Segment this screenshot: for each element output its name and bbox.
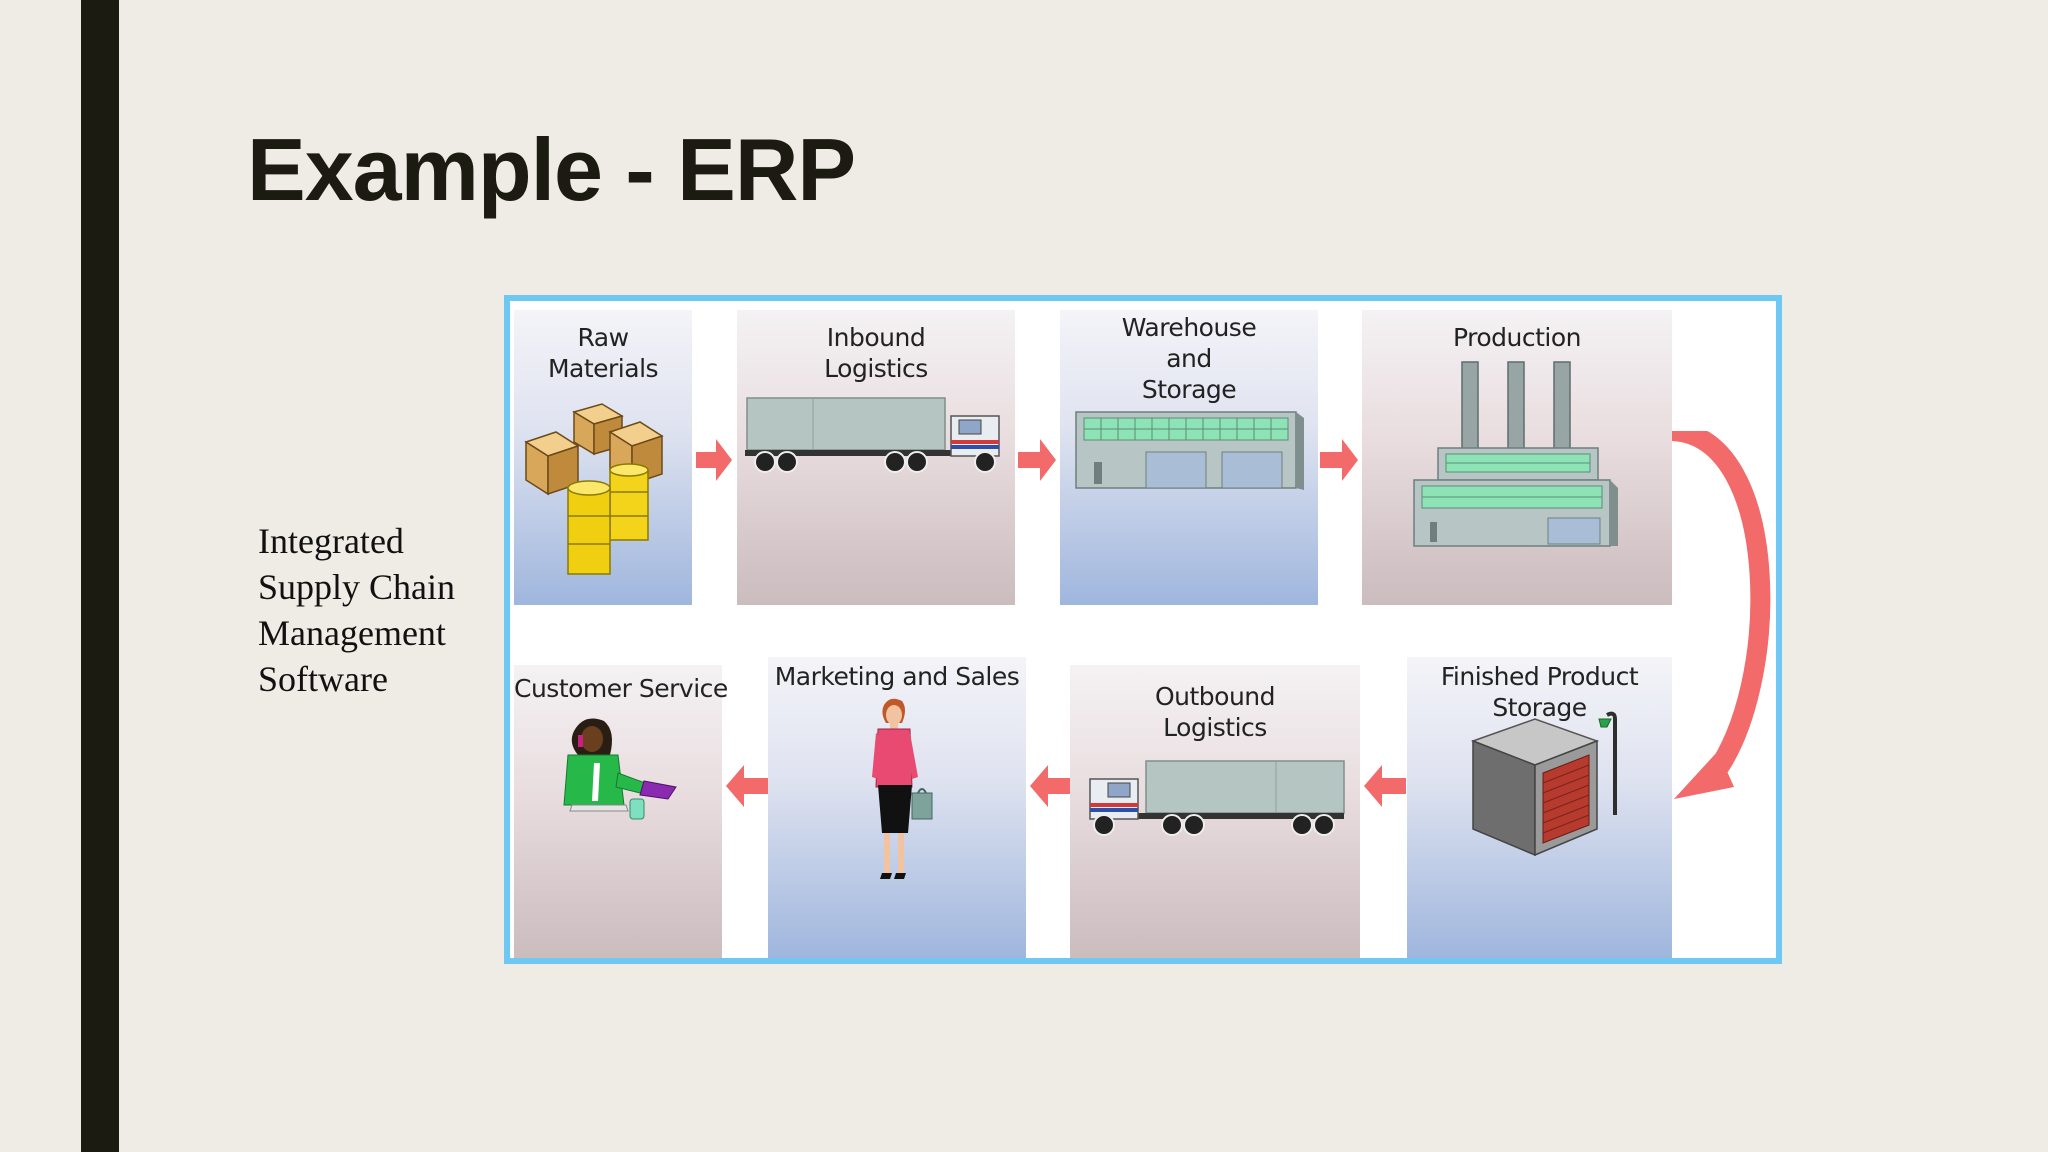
- arrow-left-icon: [1030, 765, 1070, 807]
- side-caption-line: Integrated: [258, 521, 404, 561]
- panel-label: Marketing and Sales: [768, 661, 1026, 692]
- panel-label: Warehouse and Storage: [1060, 312, 1318, 405]
- left-accent-bar: [81, 0, 119, 1152]
- panel-label-line: Raw: [577, 323, 629, 352]
- panel-label: Production: [1362, 322, 1672, 353]
- warehouse-icon: [1075, 411, 1304, 490]
- truck-icon: [745, 397, 1000, 473]
- panel-label: Inbound Logistics: [737, 322, 1015, 384]
- panel-customer-service: Customer Service: [514, 665, 728, 958]
- panel-label-line: Inbound: [826, 323, 926, 352]
- panel-label-line: Logistics: [824, 354, 928, 383]
- panel-label-line: Storage: [1492, 693, 1587, 722]
- panel-label-line: Logistics: [1163, 713, 1267, 742]
- panel-marketing-sales: Marketing and Sales: [768, 657, 1026, 958]
- panel-production: Production: [1362, 310, 1672, 605]
- panel-label-line: Customer Service: [514, 674, 728, 703]
- panel-label-line: Warehouse: [1121, 313, 1257, 342]
- side-caption-line: Supply Chain: [258, 567, 456, 607]
- panel-label: Raw Materials: [514, 322, 692, 384]
- businesswoman-icon: [872, 698, 933, 879]
- panel-label-line: Finished Product: [1440, 662, 1639, 691]
- arrow-left-icon: [726, 765, 768, 807]
- arrow-right-icon: [696, 439, 732, 481]
- panel-label: Outbound Logistics: [1070, 681, 1360, 743]
- side-caption-line: Software: [258, 659, 388, 699]
- customer-service-agent-icon: [563, 718, 677, 820]
- side-caption-line: Management: [258, 613, 446, 653]
- panel-raw-materials: Raw Materials: [514, 310, 692, 605]
- supply-chain-diagram: Raw Materials: [504, 295, 1782, 964]
- panel-label-line: Marketing and Sales: [774, 662, 1020, 691]
- factory-icon: [1413, 361, 1618, 547]
- panel-inbound-logistics: Inbound Logistics: [737, 310, 1015, 605]
- arrow-right-icon: [1320, 439, 1358, 481]
- panel-label-line: Storage: [1141, 375, 1237, 404]
- panel-label: Customer Service: [514, 673, 728, 704]
- side-caption: Integrated Supply Chain Management Softw…: [258, 518, 488, 702]
- slide-title: Example - ERP: [247, 120, 856, 219]
- panel-finished-product-storage: Finished Product Storage: [1407, 657, 1672, 958]
- panel-label: Finished Product Storage: [1407, 661, 1672, 723]
- panel-warehouse-storage: Warehouse and Storage: [1060, 310, 1318, 605]
- panel-label-line: and: [1166, 344, 1212, 373]
- truck-icon: [1089, 760, 1345, 836]
- panel-label-line: Outbound: [1154, 682, 1276, 711]
- crates-barrels-icon: [524, 403, 664, 575]
- arrow-left-icon: [1364, 765, 1406, 807]
- panel-label-line: Production: [1452, 323, 1582, 352]
- curved-arrow-down-icon: [1672, 431, 1771, 799]
- panel-label-line: Materials: [547, 354, 659, 383]
- arrow-right-icon: [1018, 439, 1056, 481]
- panel-outbound-logistics: Outbound Logistics: [1070, 665, 1360, 958]
- storage-unit-icon: [1470, 711, 1617, 857]
